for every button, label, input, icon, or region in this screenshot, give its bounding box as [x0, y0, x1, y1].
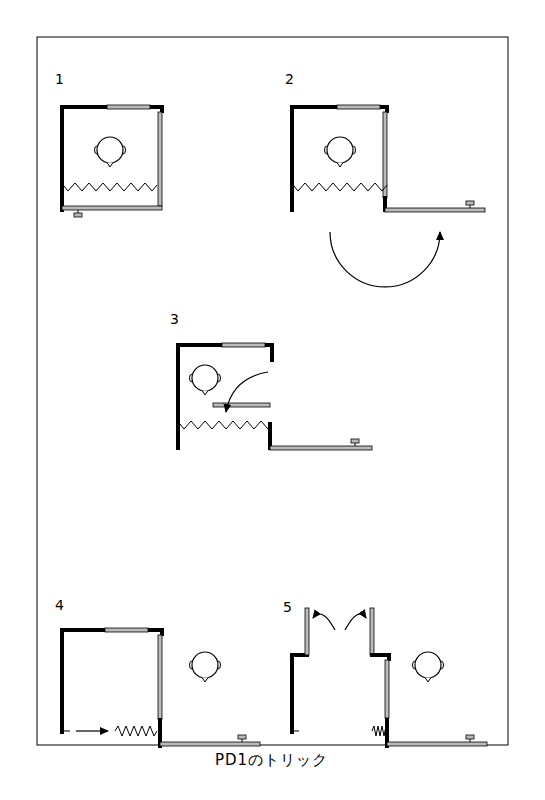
panel-2 — [290, 105, 485, 287]
panel-3 — [176, 343, 372, 450]
panel-number: 5 — [283, 600, 292, 615]
panel-4 — [60, 628, 260, 748]
panel-1 — [60, 105, 162, 217]
panel-number: 3 — [170, 312, 179, 327]
panel-5 — [290, 608, 487, 748]
panel-number: 1 — [55, 72, 64, 87]
panel-number: 4 — [55, 598, 64, 613]
frame — [37, 37, 508, 745]
caption: PD1のトリック — [215, 752, 328, 769]
panel-number: 2 — [285, 72, 294, 87]
